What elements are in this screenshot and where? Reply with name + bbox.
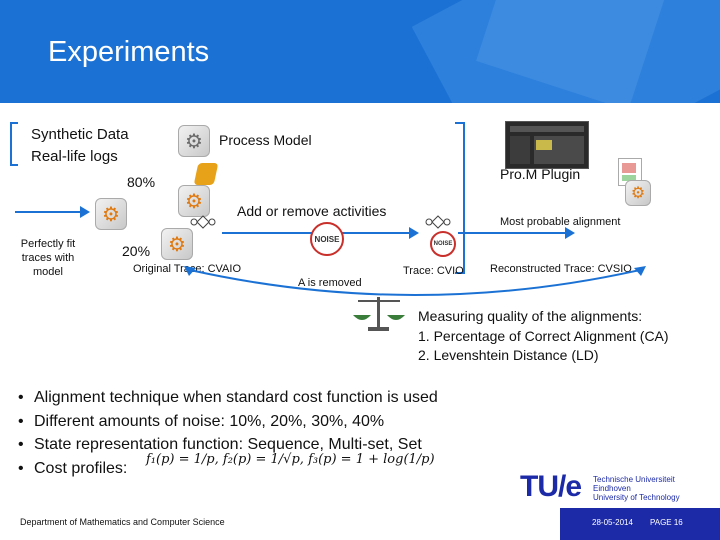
footer-page: PAGE 16	[650, 518, 683, 527]
footer-bar	[560, 508, 720, 540]
tue-logo-text: TU/e	[520, 470, 582, 503]
measure-heading: Measuring quality of the alignments:	[418, 308, 643, 324]
slide-header	[0, 0, 720, 103]
gear-icon: ⚙	[625, 180, 651, 206]
trace-cvio-label: Trace: CVIO	[403, 265, 464, 277]
most-probable-label: Most probable alignment	[500, 216, 621, 228]
bullet-item: Alignment technique when standard cost f…	[18, 386, 438, 410]
bullet-item: Different amounts of noise: 10%, 20%, 30…	[18, 410, 438, 434]
gear-icon: ⚙	[178, 185, 210, 217]
footer-date: 28-05-2014	[592, 518, 633, 527]
noise-icon: NOISE	[430, 231, 456, 257]
gear-icon: ⚙	[178, 125, 210, 157]
pct-80-label: 80%	[127, 174, 156, 190]
a-removed-label: A is removed	[298, 277, 362, 289]
formula-f2: f₂(p) = 1/√p	[222, 452, 300, 467]
tue-logo: TU/e	[520, 470, 582, 504]
gear-icon: ⚙	[161, 228, 193, 260]
process-model-label: Process Model	[219, 132, 312, 148]
formula-f1: f₁(p) = 1/p	[146, 452, 215, 467]
bullet-item: Cost profiles:	[18, 457, 438, 481]
balance-scale-icon	[353, 297, 405, 331]
bullet-list: Alignment technique when standard cost f…	[18, 386, 438, 480]
formula-f3: f₃(p) = 1 + log(1/p)	[308, 452, 435, 467]
logo-subtitle: University of Technology	[593, 493, 680, 502]
bullet-item: State representation function: Sequence,…	[18, 433, 438, 457]
plugin-icon	[193, 163, 219, 185]
arrow	[458, 227, 575, 239]
prom-plugin-label: Pro.M Plugin	[500, 166, 581, 182]
noise-label: NOISE	[314, 234, 340, 244]
add-remove-label: Add or remove activities	[237, 203, 387, 219]
logo-subtitle: Eindhoven	[593, 484, 631, 493]
petri-net-icon	[190, 215, 216, 229]
petri-net-icon	[425, 215, 451, 229]
left-bracket	[10, 122, 18, 166]
measure-item-ld: 2. Levenshtein Distance (LD)	[418, 347, 599, 363]
pct-20-label: 20%	[122, 243, 151, 259]
reconstructed-label: Reconstructed Trace: CVSIO	[490, 263, 632, 275]
measure-item-ca: 1. Percentage of Correct Alignment (CA)	[418, 328, 669, 344]
comparison-arc	[184, 266, 646, 296]
perfectly-fit-label: Perfectly fit traces with model	[20, 238, 76, 278]
gear-icon: ⚙	[95, 198, 127, 230]
arrow	[15, 206, 90, 218]
synthetic-data-label: Synthetic Data	[31, 126, 129, 143]
prom-window-icon	[505, 121, 589, 169]
slide-title: Experiments	[48, 36, 210, 68]
real-life-logs-label: Real-life logs	[31, 148, 118, 165]
right-bracket	[455, 122, 465, 274]
footer-department: Department of Mathematics and Computer S…	[20, 517, 225, 527]
noise-icon: NOISE	[310, 222, 344, 256]
cost-formula: f₁(p) = 1/p, f₂(p) = 1/√p, f₃(p) = 1 + l…	[146, 452, 435, 467]
logo-subtitle: Technische Universiteit	[593, 475, 675, 484]
noise-label: NOISE	[433, 241, 453, 247]
